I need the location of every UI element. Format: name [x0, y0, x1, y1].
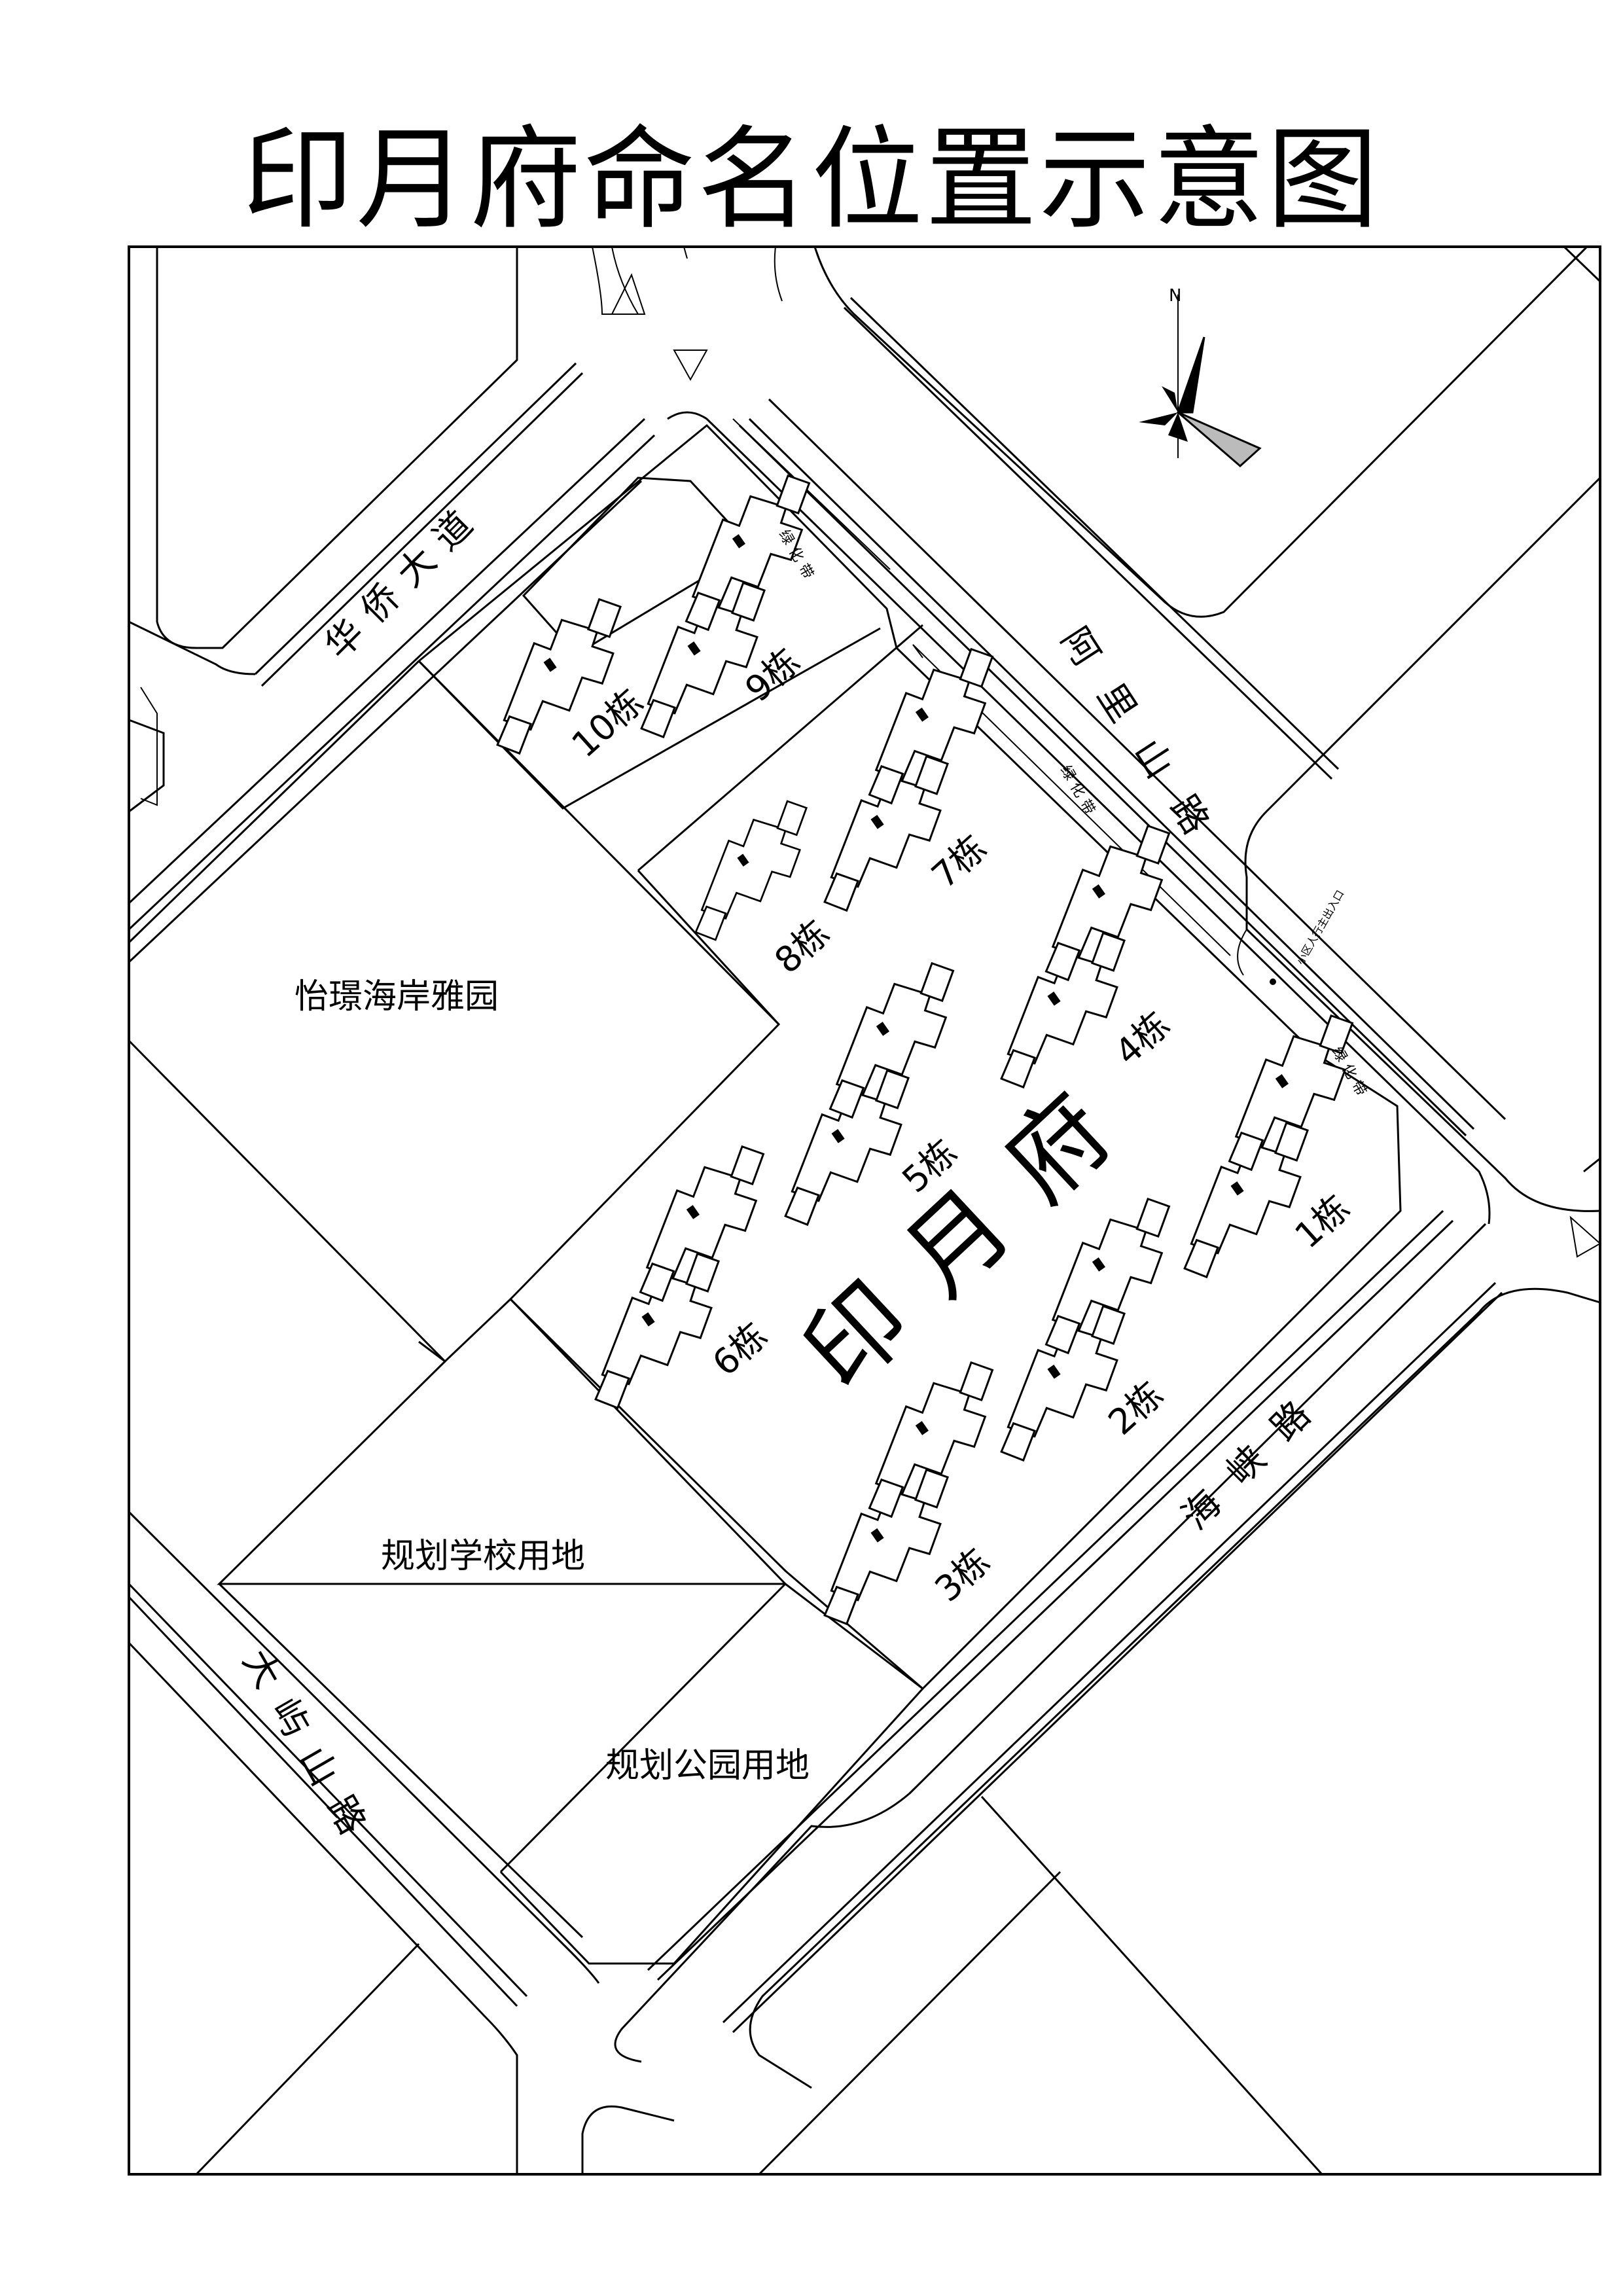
map-frame: [128, 245, 1601, 2176]
building-label-3: 3栋: [927, 1541, 998, 1610]
parcel-e-edge: [1583, 1157, 1601, 1173]
median-island: [683, 246, 688, 259]
parcel-label-park: 规划公园用地: [605, 1746, 810, 1785]
median-island: [774, 246, 783, 302]
building-label-6: 6栋: [705, 1315, 776, 1384]
building-label-10: 10栋: [564, 681, 651, 766]
building-10: [459, 586, 658, 762]
parcel-ne: [1244, 476, 1601, 1212]
parcel-sw-bottom: [195, 1943, 420, 2176]
median-island: [140, 687, 158, 806]
road-label-huaqiao: 华侨大道: [317, 493, 491, 668]
north-arrow-icon: N: [1139, 286, 1262, 467]
parcel-school: [217, 1298, 788, 1585]
median-island: [592, 246, 639, 315]
entrance-curve: [1237, 929, 1247, 976]
compass-north-label: N: [1169, 286, 1181, 306]
triangle-island: [1569, 1215, 1601, 1258]
building-label-1: 1栋: [1287, 1187, 1358, 1257]
parcel-label-yihuan: 怡璟海岸雅园: [294, 977, 499, 1016]
parcel-park-south: [499, 1687, 924, 1965]
parcel-school-sw: [218, 1583, 584, 1939]
entrance-label: 小区人行主出入口: [1294, 888, 1346, 967]
site-subdivision-mid: [637, 624, 923, 872]
road-haixia: [614, 1210, 1601, 2089]
parcel-se-line2: [758, 1871, 1061, 2176]
road-alishan: [667, 245, 1588, 1225]
entrance-marker: [1270, 978, 1276, 985]
parcel-se-line: [980, 1795, 1323, 2176]
building-3: [751, 1352, 1063, 1632]
yinyuefu-site-boundary: [418, 423, 1402, 1691]
site-subdivision-west: [637, 869, 780, 1026]
building-label-4: 4栋: [1107, 1004, 1178, 1073]
triangle-island: [611, 273, 646, 315]
road-dayu: [128, 1511, 600, 2174]
parcel-w-edge: [128, 719, 165, 813]
road-label-dayu: 大屿山路: [234, 1643, 383, 1859]
building-label-7: 7栋: [924, 827, 995, 897]
greenbelt-strip: [912, 644, 923, 658]
parcel-ne-corner: [1563, 245, 1601, 283]
triangle-island: [673, 350, 708, 382]
parcel-park: [499, 1583, 923, 1873]
parcel-label-school: 规划学校用地: [381, 1537, 585, 1576]
greenbelt-strip: [732, 418, 891, 570]
building-label-2: 2栋: [1101, 1374, 1171, 1443]
building-6: [522, 1136, 834, 1416]
parcel-yihuan: [128, 660, 781, 1300]
building-label-8: 8栋: [767, 912, 838, 982]
parcel-s-bottom: [581, 2105, 675, 2174]
map-title: 印月府命名位置示意图: [241, 115, 1381, 245]
parcel-yihuan-south: [128, 1039, 446, 1363]
parcel-nw: [156, 247, 518, 649]
